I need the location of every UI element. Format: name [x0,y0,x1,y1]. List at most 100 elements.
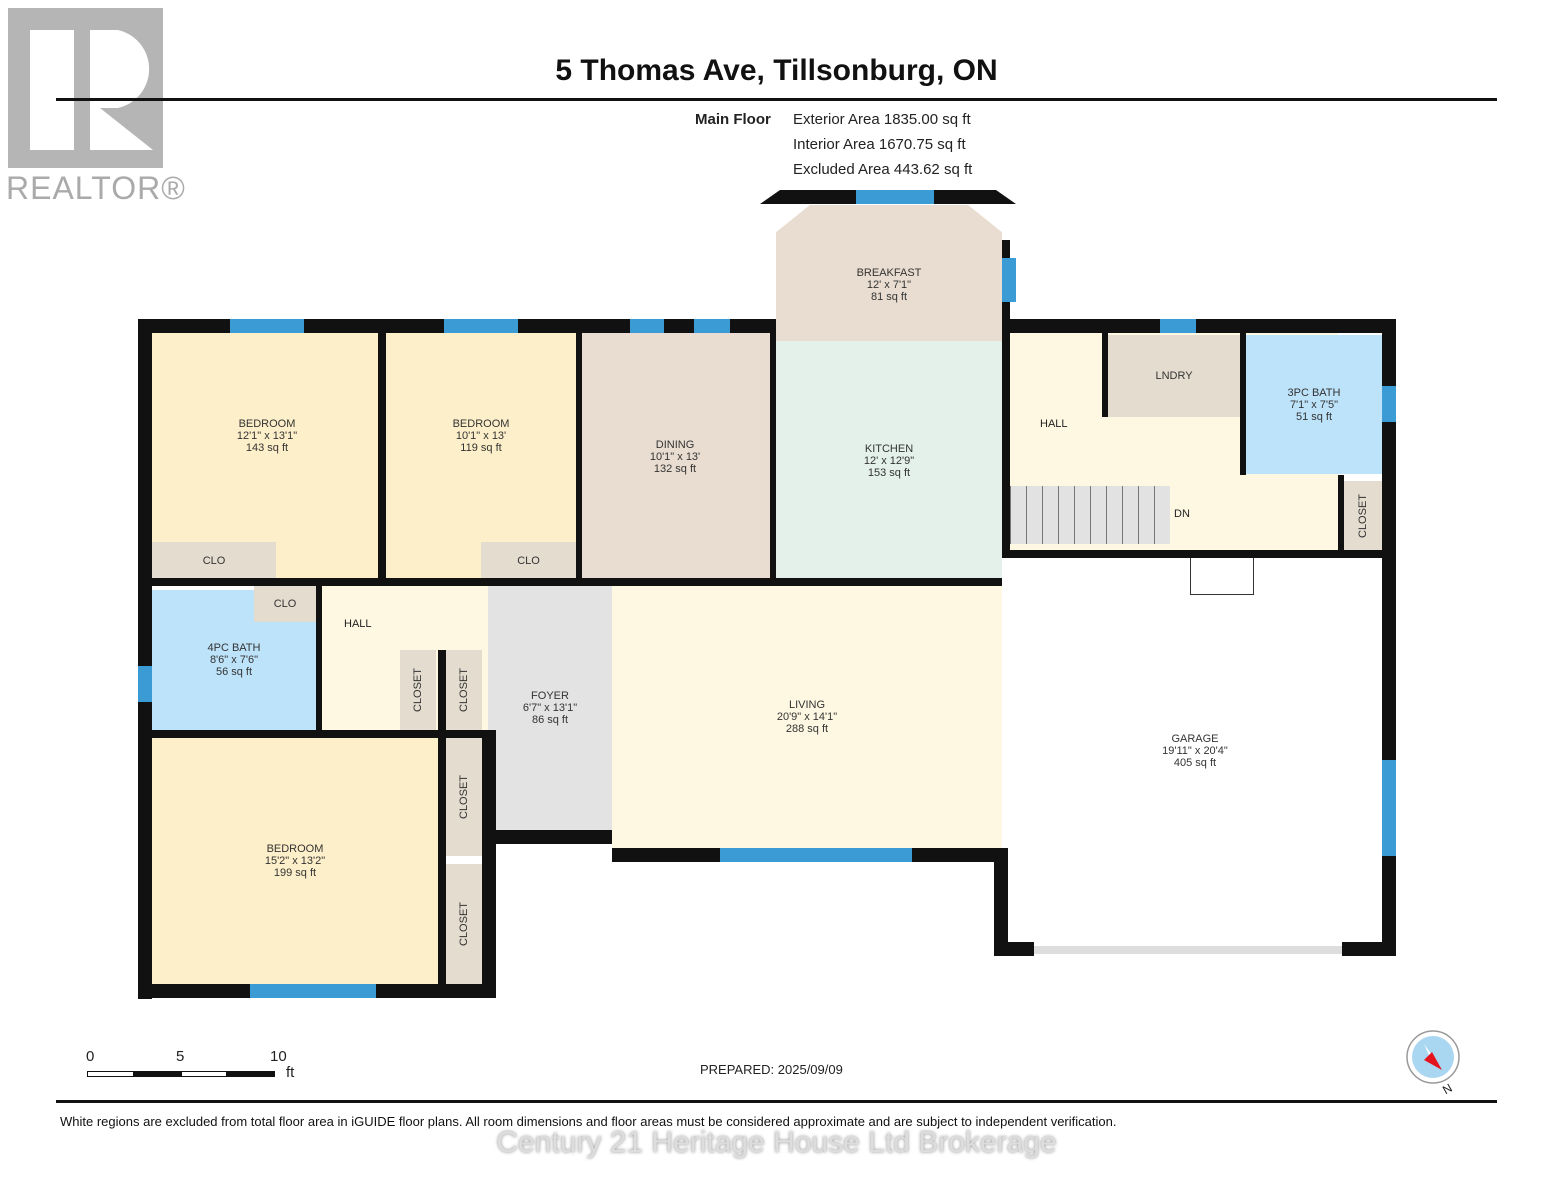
closet-bedroom-3a[interactable]: CLOSET [446,738,482,856]
floor-label: Main Floor [695,111,771,128]
closet-label: CLOSET [458,902,470,947]
window [1002,258,1016,302]
window [720,848,912,862]
room-dims: 7'1" x 7'5" [1289,398,1339,411]
room-dims: 19'11" x 20'4" [1162,745,1228,757]
room-name: 3PC BATH [1287,386,1341,399]
wall [488,830,612,844]
room-name: DINING [655,438,695,451]
window [1382,760,1396,856]
room-area: 153 sq ft [867,466,911,479]
scale-tick-0: 0 [86,1048,95,1065]
window [138,666,152,702]
closet-label: CLOSET [1357,494,1369,539]
scale-unit: ft [286,1064,295,1081]
scale-bar [134,1071,181,1077]
closet-bedroom-3b[interactable]: CLOSET [446,864,482,984]
room-name: BREAKFAST [856,267,922,279]
wall [1102,333,1108,417]
room-name: BEDROOM [266,843,324,855]
room-dims: 12' x 7'1" [866,279,912,291]
room-name: LNDRY [1155,370,1193,382]
realtor-logo-text: REALTOR® [6,170,186,206]
window [250,984,376,998]
garage-door[interactable] [1034,946,1342,954]
closet-label: CLOSET [458,668,470,713]
scale-bar [87,1071,134,1077]
wall [152,730,488,738]
closet-hall-1[interactable]: CLOSET [400,650,436,730]
wall [1002,240,1010,558]
room-area: 405 sq ft [1173,757,1217,769]
room-name: 4PC BATH [207,642,261,654]
closet-label: CLO [202,555,226,567]
header-divider [56,98,1497,101]
room-dims: 20'9" x 14'1" [776,711,838,723]
scale-bar [227,1071,275,1077]
room-area: 51 sq ft [1295,410,1333,423]
wall [994,942,1034,956]
closet-hall-clo[interactable]: CLO [254,586,316,622]
closet-bedroom-1[interactable]: CLO [152,542,276,580]
closet-label: CLO [273,598,297,610]
room-area: 81 sq ft [870,291,908,303]
wall [138,319,152,999]
room-laundry[interactable]: LNDRY [1108,335,1240,417]
room-name: BEDROOM [452,417,510,430]
wall [1342,942,1396,956]
closet-bedroom-2[interactable]: CLO [481,542,576,580]
garage-step [1190,558,1254,595]
interior-area: Interior Area 1670.75 sq ft [793,136,966,153]
excluded-area: Excluded Area 443.62 sq ft [793,161,973,178]
room-dims: 12'1" x 13'1" [236,429,298,442]
room-area: 56 sq ft [215,666,253,678]
room-name: GARAGE [1171,733,1219,745]
hall-label-west: HALL [344,618,372,630]
wall [1008,550,1396,558]
wall [576,333,582,583]
window [856,190,934,204]
room-dims: 12' x 12'9" [863,454,915,467]
wall [378,333,386,583]
closet-label: CLOSET [412,668,424,713]
scale-bar [181,1071,227,1077]
window [1160,319,1196,333]
room-name: KITCHEN [864,442,914,455]
wall [770,319,776,581]
closet-hall-2[interactable]: CLOSET [446,650,482,730]
window [444,319,518,333]
room-name: BEDROOM [238,417,296,430]
exterior-area: Exterior Area 1835.00 sq ft [793,111,971,128]
wall [1010,319,1396,333]
window [230,319,304,333]
wall [438,650,446,984]
closet-label: CLOSET [458,775,470,820]
closet-east[interactable]: CLOSET [1344,481,1382,551]
wall [1240,333,1246,475]
room-area: 119 sq ft [460,441,502,454]
realtor-r-icon [30,30,153,150]
room-dims: 10'1" x 13' [455,429,507,442]
hall-label-east: HALL [1040,418,1068,430]
prepared-date: PREPARED: 2025/09/09 [700,1062,843,1077]
wall [316,586,322,734]
room-area: 132 sq ft [653,462,697,475]
room-area: 199 sq ft [273,867,317,879]
scale-tick-5: 5 [176,1048,185,1065]
wall [152,578,1002,586]
footer-divider [56,1100,1497,1103]
disclaimer: White regions are excluded from total fl… [60,1114,1117,1129]
scale-tick-10: 10 [270,1048,287,1065]
wall [482,730,496,998]
